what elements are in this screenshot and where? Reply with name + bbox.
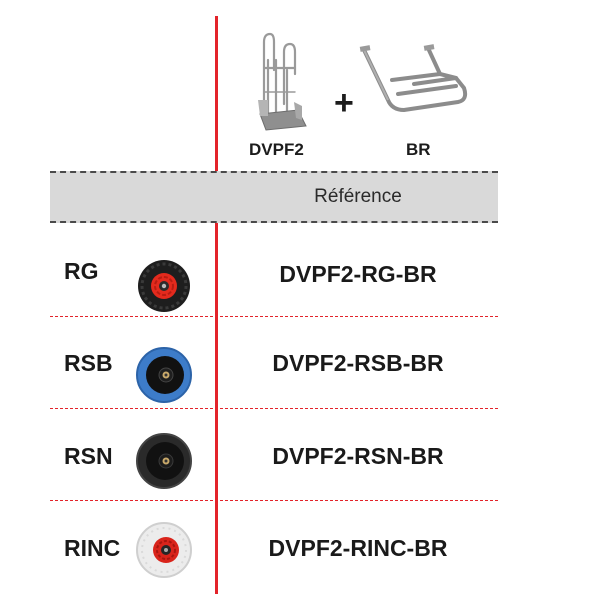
reference-value: DVPF2-RSB-BR xyxy=(272,350,444,376)
product-label-right: BR xyxy=(406,140,431,159)
product-label-left: DVPF2 xyxy=(249,140,304,159)
table-header xyxy=(50,171,498,223)
wheel-code: RG xyxy=(64,258,99,284)
wheel-code: RSB xyxy=(64,350,113,376)
wheel-code: RSN xyxy=(64,443,113,469)
solid-wheel-blue-icon xyxy=(136,347,192,403)
reference-value: DVPF2-RSN-BR xyxy=(272,443,444,469)
hand-truck-icon xyxy=(258,32,307,131)
row-separator xyxy=(50,316,498,317)
plus-sign: + xyxy=(334,84,354,122)
pneumatic-wheel-icon xyxy=(138,260,190,312)
header-reference: Référence xyxy=(314,186,402,207)
row-separator xyxy=(50,408,498,409)
puncture-proof-wheel-icon xyxy=(136,522,192,578)
reference-value: DVPF2-RG-BR xyxy=(279,261,437,287)
platform-frame-icon xyxy=(359,44,468,112)
reference-value: DVPF2-RINC-BR xyxy=(268,535,448,561)
column-divider xyxy=(215,16,218,594)
solid-wheel-black-icon xyxy=(136,433,192,489)
row-separator xyxy=(50,500,498,501)
wheel-code: RINC xyxy=(64,535,121,561)
